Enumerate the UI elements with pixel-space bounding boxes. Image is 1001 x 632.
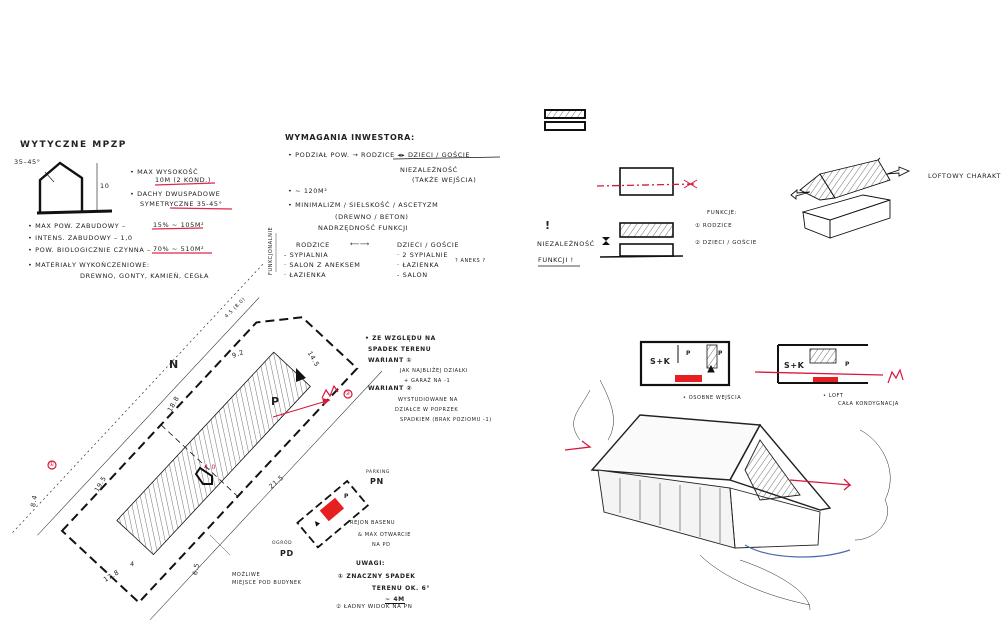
house-section-icon xyxy=(36,161,113,215)
coverage-label: • MAX POW. ZABUDOWY – xyxy=(28,222,126,230)
variant-2-note: DZIAŁCE W POPRZEK xyxy=(395,407,459,413)
north-arrow: N xyxy=(169,358,179,371)
slope-note: • ZE WZGLĘDU NA xyxy=(365,335,436,342)
kids-item: · 2 SYPIALNIE xyxy=(397,251,449,259)
entry-p: P xyxy=(271,395,280,408)
kids-item: · ŁAZIENKA xyxy=(397,261,440,269)
red-underlines xyxy=(151,182,233,254)
concept-functions: FUNKCJI ! xyxy=(538,256,574,264)
garden-small: OGRÓD xyxy=(272,541,293,546)
parents-item: · ŁAZIENKA xyxy=(284,271,327,279)
variant-1: WARIANT ① xyxy=(368,357,413,364)
plan-b-note: • LOFT xyxy=(823,393,844,399)
independence-note: (TAKŻE WEJŚCIA) xyxy=(412,176,477,184)
height-dim: 10 xyxy=(100,182,110,190)
variant-2-note: SPADKIEM (BRAK POZIOMU -1) xyxy=(400,417,492,423)
max-height-label: • MAX WYSOKOŚĆ xyxy=(130,168,199,176)
remark-2: ② ŁADNY WIDOK NA PN xyxy=(336,604,413,610)
investor-title: WYMAGANIA INWESTORA: xyxy=(285,133,415,142)
investor-split: • PODZIAŁ POW. → RODZICE ◂▸ DZIECI / GOŚ… xyxy=(288,151,471,159)
buildable-note: MOŻLIWE xyxy=(232,572,261,578)
independence: NIEZALEŻNOŚĆ xyxy=(400,166,458,174)
parking-p: P xyxy=(344,493,349,500)
parking-plan xyxy=(296,479,370,549)
height-mark: 4.0 xyxy=(204,463,217,471)
kids-question: ? ANEKS ? xyxy=(455,258,486,264)
side-label: FUNKCJONALNIE xyxy=(268,226,274,275)
dim: 4 xyxy=(130,560,135,568)
function-2: ② DZIECI / GOŚCIE xyxy=(695,240,757,246)
pool-note: & MAX OTWARCIE xyxy=(358,532,412,538)
roof-label: • DACHY DWUSPADOWE xyxy=(130,190,221,198)
marker-2: ② xyxy=(345,390,351,397)
area: • ~ 120m² xyxy=(288,187,328,195)
variant-1-note: JAK NAJBLIŻEJ DZIAŁKI xyxy=(400,368,468,374)
variant-2-note: WYSTUDIOWANE NA xyxy=(398,397,458,403)
parking-label: PN xyxy=(370,477,384,486)
function-1: ① RODZICE xyxy=(695,223,733,229)
parents-item: · SALON Z ANEKSEM xyxy=(284,261,361,269)
functions-title: FUNKCJE: xyxy=(707,210,738,216)
intensity: • INTENS. ZABUDOWY – 1,0 xyxy=(28,234,133,242)
max-height-value: 10m (2 KOND.) xyxy=(155,176,211,184)
parents-item: - SYPIALNIA xyxy=(284,251,329,259)
materials-label: • MATERIAŁY WYKOŃCZENIOWE: xyxy=(28,261,150,269)
kids-item: - SALON xyxy=(397,271,428,279)
plan-a-room: S+K xyxy=(650,357,671,366)
style: • MINIMALIZM / SIELSKOŚĆ / ASCETYZM xyxy=(288,201,439,209)
loft-label: LOFTOWY CHARAKTER xyxy=(928,172,1001,180)
floor-plans xyxy=(639,340,904,387)
pool-note: REJON BASENU xyxy=(350,520,396,526)
roof-angle: 35–45° xyxy=(14,158,41,166)
plan-a-note: • OSOBNE WEJŚCIA xyxy=(683,395,742,401)
parents: RODZICE xyxy=(296,241,330,249)
variant-1-note: + GARAŻ NA -1 xyxy=(404,378,451,384)
roof-value: SYMETRYCZNE 35-45° xyxy=(140,200,223,208)
kids: DZIECI / GOŚCIE xyxy=(397,241,460,249)
pool-note: NA PD xyxy=(372,542,391,548)
arrow: ⟵⟶ xyxy=(350,240,370,248)
coverage-value: 15% ~ 105m² xyxy=(153,221,205,229)
materials-list: DREWNO, GONTY, KAMIEŃ, CEGŁA xyxy=(80,272,210,280)
bio-label: • POW. BIOLOGICZNIE CZYNNA – xyxy=(28,246,151,254)
plan-a-p: P xyxy=(686,350,691,357)
exclaim: ! xyxy=(545,219,551,232)
plan-a-p: P xyxy=(718,350,723,357)
remark-1: ~ 4m xyxy=(385,596,405,604)
marker-1: ① xyxy=(49,461,55,468)
garden-label: PD xyxy=(280,549,294,558)
remark-1: ① ZNACZNY SPADEK xyxy=(338,573,416,580)
house-perspective xyxy=(564,379,891,611)
remark-1: TERENU OK. 6° xyxy=(372,585,430,592)
parking-small: PARKING xyxy=(366,470,390,475)
slope-note: SPADEK TERENU xyxy=(368,346,432,353)
bio-value: 70% ~ 510m² xyxy=(153,245,205,253)
concept-independence: NIEZALEŻNOŚĆ xyxy=(537,240,595,248)
remarks-title: UWAGI: xyxy=(356,560,386,567)
buildable-note: MIEJSCE POD BUDYNEK xyxy=(232,580,302,586)
loft-axonometric-icon xyxy=(790,157,911,239)
style-materials: (DREWNO / BETON) xyxy=(335,213,409,221)
concept-diagram xyxy=(538,109,698,267)
plan-b-room: S+K xyxy=(784,361,805,370)
plan-b-note: CAŁA KONDYGNACJA xyxy=(838,401,899,407)
mpzp-title: WYTYCZNE MPZP xyxy=(20,140,127,150)
variant-2: WARIANT ② xyxy=(368,385,413,392)
plan-b-p: P xyxy=(845,361,850,368)
function-priority: NADRZĘDNOŚĆ FUNKCJI xyxy=(318,224,409,232)
site-plan xyxy=(12,261,383,620)
